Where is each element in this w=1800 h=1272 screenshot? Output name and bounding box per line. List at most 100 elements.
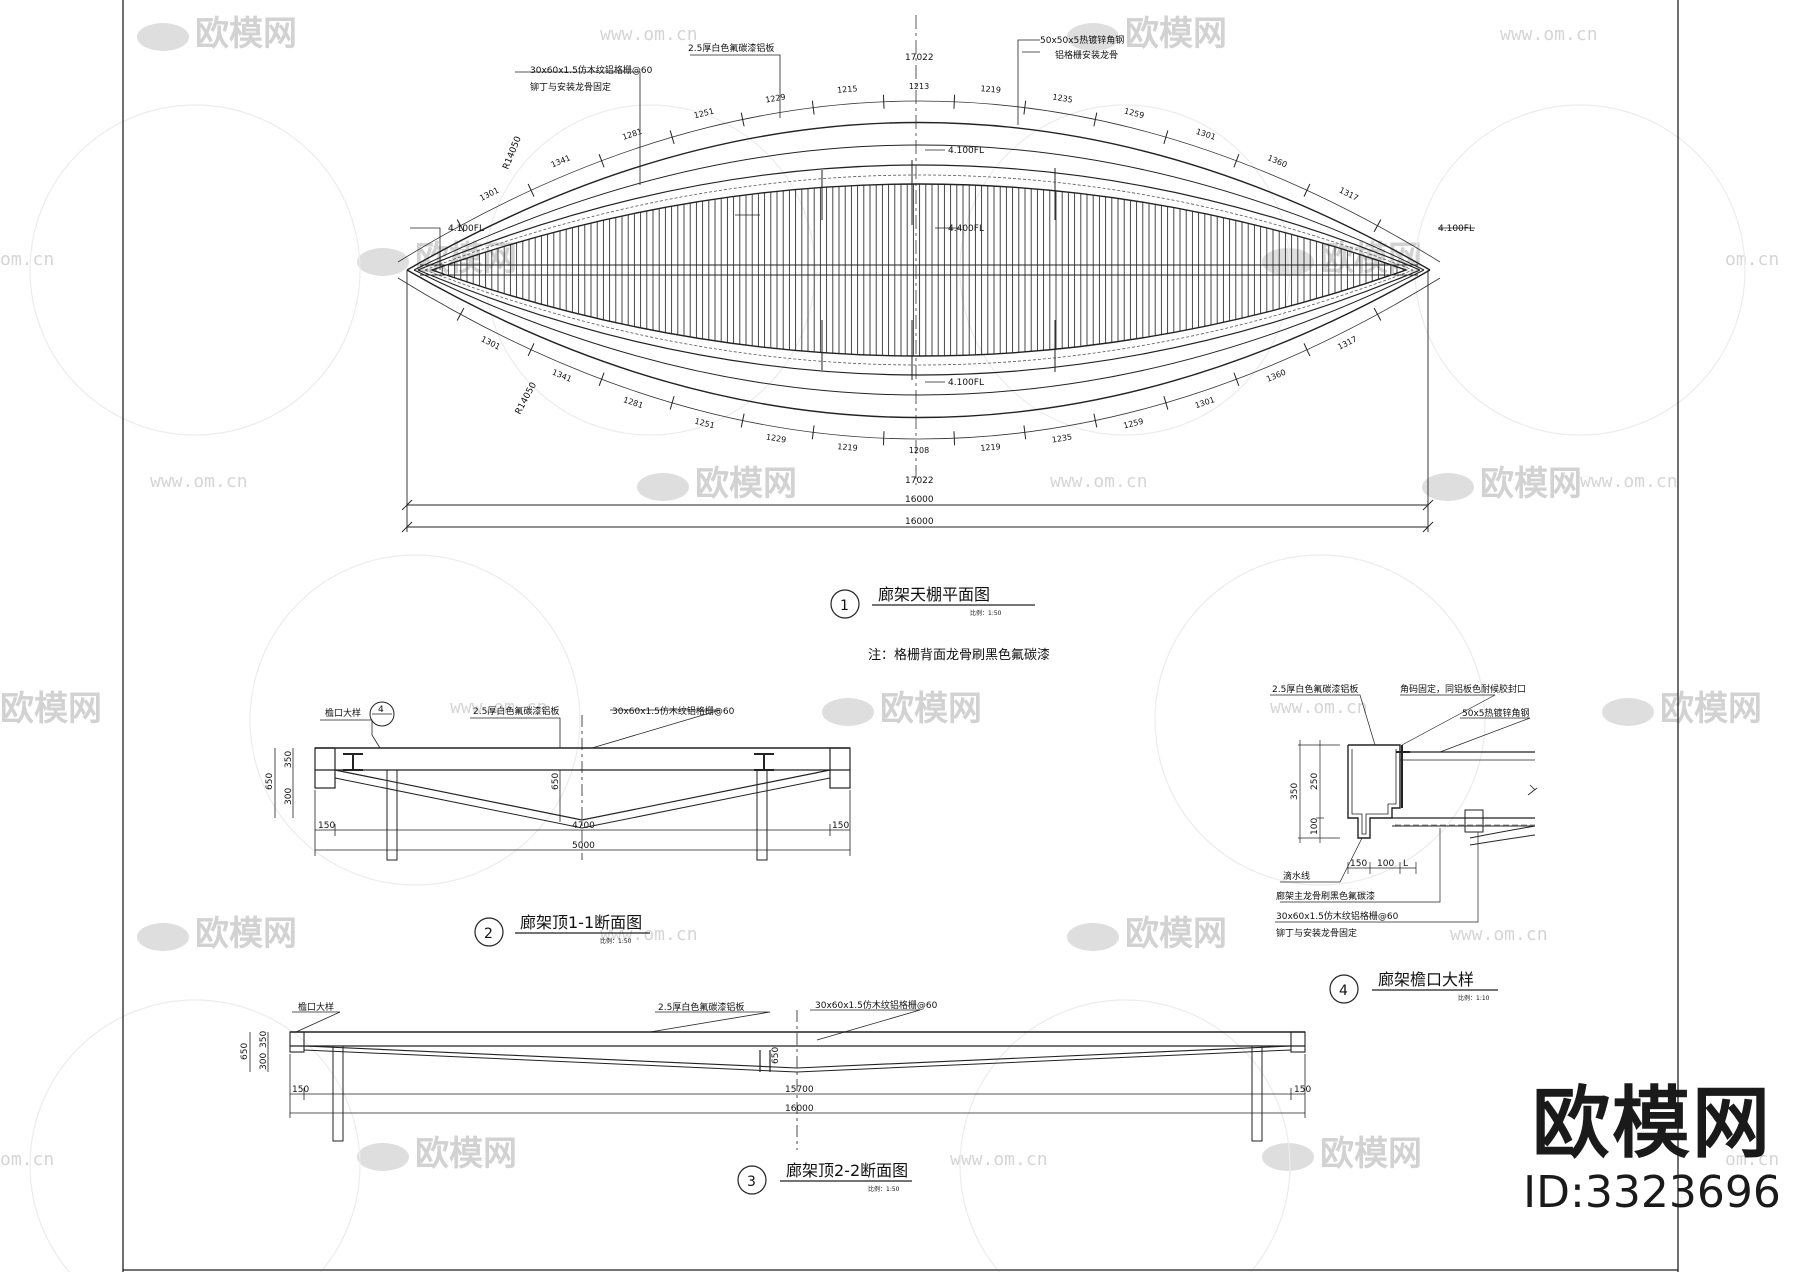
watermark-logo-mark bbox=[1262, 1143, 1314, 1171]
segment-length-label: 1208 bbox=[909, 446, 929, 455]
watermark-brand-text: 欧模网 bbox=[1320, 1134, 1422, 1174]
segment-tick bbox=[1093, 112, 1098, 127]
segment-length-label: 1219 bbox=[980, 84, 1001, 95]
s1-dim-total: 5000 bbox=[572, 841, 595, 851]
plan-label-elev-center: 4.400FL bbox=[948, 224, 984, 234]
watermark-logo-mark bbox=[1422, 473, 1474, 501]
s1-panel-label: 2.5厚白色氟碳漆铝板 bbox=[473, 705, 559, 717]
watermark-url-short-text: om.cn bbox=[1725, 1149, 1779, 1170]
plan-label-center-len-top: 17022 bbox=[905, 53, 934, 63]
grille-hatching bbox=[435, 184, 1404, 356]
watermark-brand-text: 欧模网 bbox=[195, 914, 297, 954]
brand-badge-title: 欧模网 bbox=[1531, 1079, 1772, 1169]
eave-detail bbox=[1270, 694, 1538, 923]
watermark-url-text: www.om.cn bbox=[1500, 24, 1598, 45]
plan-label-grille: 30x60x1.5仿木纹铝格栅@60 bbox=[530, 64, 653, 76]
watermark-url-text: www.om.cn bbox=[1050, 471, 1148, 492]
watermark-brand-text: 欧模网 bbox=[880, 689, 982, 729]
segment-tick bbox=[1023, 425, 1027, 440]
s2-scale: 比例：1:50 bbox=[868, 1185, 900, 1193]
segment-length-label: 1215 bbox=[837, 84, 858, 95]
brand-badge-id: ID:3323696 bbox=[1523, 1167, 1781, 1218]
eave-grille-label: 30x60x1.5仿木纹铝格栅@60 bbox=[1276, 910, 1399, 922]
watermark-logo-mark bbox=[1067, 23, 1119, 51]
segment-tick bbox=[953, 431, 956, 446]
plan-note: 注：格栅背面龙骨刷黑色氟碳漆 bbox=[868, 647, 1050, 663]
eave-title: 廊架檐口大样 bbox=[1378, 970, 1474, 989]
watermark-url-text: www.om.cn bbox=[150, 471, 248, 492]
watermark-url-text: www.om.cn bbox=[600, 924, 698, 945]
watermark-url-text: www.om.cn bbox=[600, 24, 698, 45]
section-1-1-text: 4 檐口大样 2.5厚白色氟碳漆铝板 30x60x1.5仿木纹铝格栅@60 65… bbox=[265, 701, 849, 947]
segment-tick bbox=[740, 112, 745, 127]
watermark-url-text: www.om.cn bbox=[1580, 471, 1678, 492]
segment-tick bbox=[953, 94, 956, 109]
plan-title: 廊架天棚平面图 bbox=[878, 585, 990, 604]
plan-label-panel: 2.5厚白色氟碳漆铝板 bbox=[688, 42, 774, 54]
plan-dim-inner: 16000 bbox=[905, 495, 934, 505]
section-1-1 bbox=[274, 709, 851, 861]
watermark-ring bbox=[249, 554, 581, 886]
plan-label-center-len-bottom: 17022 bbox=[905, 476, 934, 486]
watermark-logo-mark bbox=[1602, 698, 1654, 726]
eave-panel-label: 2.5厚白色氟碳漆铝板 bbox=[1272, 683, 1358, 695]
segment-tick bbox=[527, 343, 535, 357]
segment-tick bbox=[811, 425, 815, 440]
eave-dim-w3: L bbox=[1403, 859, 1408, 869]
watermark-ring bbox=[484, 104, 816, 436]
segment-ticks bbox=[456, 94, 1382, 446]
watermark-brand-text: 欧模网 bbox=[415, 1134, 517, 1174]
plan-label-fix: 铆丁与安装龙骨固定 bbox=[530, 81, 611, 93]
eave-drip-label: 滴水线 bbox=[1283, 870, 1310, 882]
watermark-brand-text: 欧模网 bbox=[1480, 464, 1582, 504]
plan-label-elev-left: 4.100FL bbox=[448, 224, 484, 234]
s1-eave-ref: 4 bbox=[378, 705, 384, 715]
watermark-logo-mark bbox=[357, 1143, 409, 1171]
eave-dim-h-top: 250 bbox=[1310, 773, 1320, 790]
s1-dim-h-bot: 300 bbox=[284, 788, 294, 805]
segment-tick bbox=[1303, 343, 1311, 357]
plan-label-keel: 铝格栅安装龙骨 bbox=[1055, 49, 1118, 61]
watermark-brand-text: 欧模网 bbox=[695, 464, 797, 504]
watermark-logo-mark bbox=[1262, 248, 1314, 276]
brand-badge: 欧模网 ID:3323696 bbox=[1512, 1080, 1792, 1218]
s1-eave-label: 檐口大样 bbox=[325, 707, 361, 719]
eave-dim-w2: 100 bbox=[1377, 859, 1394, 869]
plan-scale: 比例：1:50 bbox=[970, 609, 1002, 617]
s1-dim-h-mid: 650 bbox=[551, 773, 561, 790]
segment-length-label: 1235 bbox=[1052, 92, 1074, 104]
segment-length-label: 1229 bbox=[765, 92, 787, 104]
s1-scale: 比例：1:50 bbox=[600, 937, 632, 945]
plan-label-elev-right: 4.100FL bbox=[1438, 224, 1474, 234]
s1-dim-h-top: 350 bbox=[284, 751, 294, 768]
watermark-layer: 欧模网欧模网欧模网欧模网欧模网欧模网欧模网欧模网欧模网欧模网欧模网欧模网欧模网w… bbox=[0, 14, 1779, 1272]
s2-dim-h-total: 650 bbox=[240, 1043, 250, 1060]
s2-dim-h-mid: 650 bbox=[771, 1047, 781, 1064]
segment-tick bbox=[882, 94, 885, 109]
s2-panel-label: 2.5厚白色氟碳漆铝板 bbox=[658, 1001, 744, 1013]
watermark-url-short-text: om.cn bbox=[1725, 249, 1779, 270]
watermark-brand-text: 欧模网 bbox=[1660, 689, 1762, 729]
watermark-logo-mark bbox=[637, 473, 689, 501]
plan-dim-outer: 16000 bbox=[905, 517, 934, 527]
watermark-ring bbox=[959, 999, 1291, 1272]
watermark-url-text: www.om.cn bbox=[450, 697, 548, 718]
eave-dim-h-bot: 100 bbox=[1310, 818, 1320, 835]
s2-dim-mid: 15700 bbox=[785, 1085, 814, 1095]
s2-dim-total: 16000 bbox=[785, 1104, 814, 1114]
s2-title: 廊架顶2-2断面图 bbox=[786, 1161, 908, 1180]
watermark-logo-mark bbox=[1067, 923, 1119, 951]
watermark-logo-mark bbox=[137, 23, 189, 51]
segment-tick bbox=[882, 431, 885, 446]
watermark-brand-text: 欧模网 bbox=[0, 689, 102, 729]
watermark-ring bbox=[1414, 104, 1746, 436]
watermark-ring bbox=[29, 999, 361, 1272]
watermark-logo-mark bbox=[357, 248, 409, 276]
s1-index: 2 bbox=[484, 926, 493, 942]
segment-tick bbox=[1373, 307, 1382, 321]
segment-tick bbox=[1023, 100, 1027, 115]
sheet-border bbox=[122, 0, 1679, 1272]
s2-dim-h-top: 350 bbox=[259, 1031, 269, 1048]
eave-steel-label: 50x5热镀锌角钢 bbox=[1462, 707, 1530, 719]
